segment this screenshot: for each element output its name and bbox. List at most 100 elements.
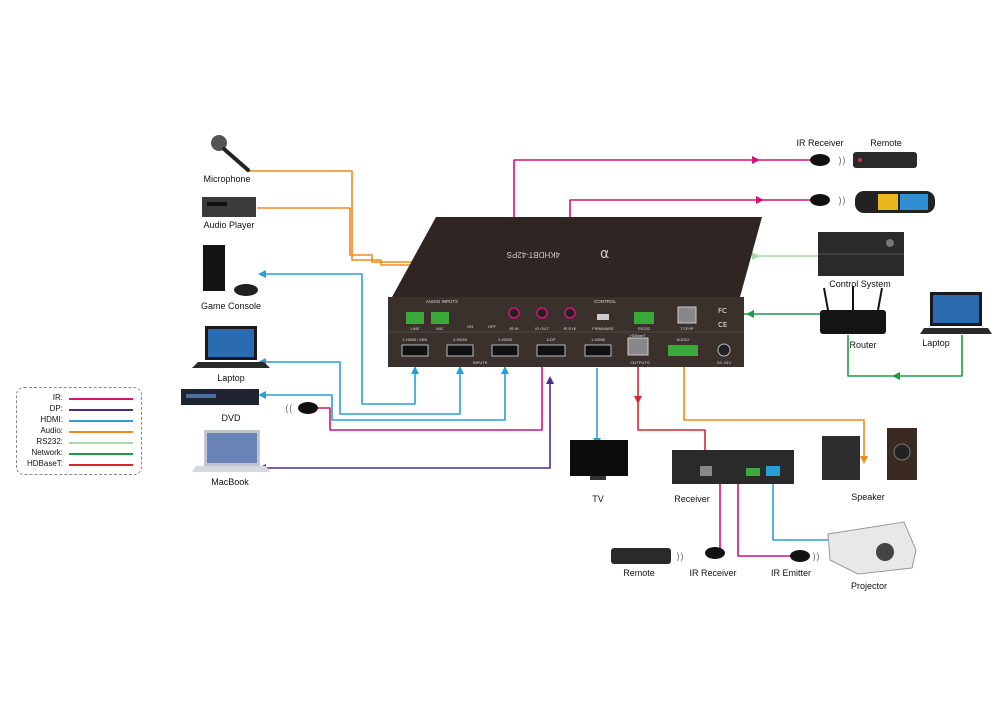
cable-hdmi-game-console [262, 273, 416, 405]
ir-receiver-bottom-icon [705, 547, 725, 559]
label-dvd: DVD [221, 413, 241, 423]
legend-swatch [69, 442, 133, 444]
universal-remote-icon [855, 191, 935, 213]
label-speaker: Speaker [851, 492, 885, 502]
legend-swatch [69, 398, 133, 400]
ir-emitter-bottom-icon: )) [790, 550, 820, 563]
cable-network-laptop [847, 335, 963, 377]
legend-label: Network: [31, 448, 63, 457]
dp4-port [536, 344, 566, 357]
control-system-icon [818, 232, 904, 276]
remote-bottom-icon: )) [611, 548, 684, 564]
label-tv: TV [592, 494, 604, 504]
label-game-console: Game Console [200, 301, 262, 311]
cable-audio-speaker [683, 360, 865, 460]
label-router: Router [849, 340, 877, 350]
laptop-left-icon [192, 326, 270, 368]
ce-icon: CE [718, 321, 727, 329]
matrix-switcher: 4KHDBT-42PS α AUDIO INPUTS LINE MIC ON O… [388, 217, 762, 367]
ir-emitter-top-icon: )) [810, 194, 846, 207]
legend-item-dp: DP: [17, 404, 141, 414]
projector-icon [827, 521, 917, 575]
macbook-icon [192, 430, 270, 472]
panel-ir-in-label: IR IN [509, 326, 518, 331]
ir-receiver-top-icon: )) [810, 154, 846, 167]
legend-item-hdmi: HDMI: [17, 415, 141, 425]
switcher-brand: 4KHDBT-42PS [507, 250, 560, 259]
panel-inputs-label: INPUTS [473, 360, 488, 365]
cable-legend: IR: DP: HDMI: Audio: RS232: Network: HDB… [16, 387, 142, 475]
legend-swatch [69, 431, 133, 433]
legend-swatch [69, 464, 133, 466]
label-audio-player: Audio Player [203, 220, 255, 230]
firmware-port [597, 314, 609, 320]
ir-eye-port [564, 307, 576, 319]
panel-dc-label: DC 24V [717, 360, 731, 365]
legend-swatch [69, 409, 133, 411]
label-macbook: MacBook [211, 477, 249, 487]
panel-ir-eye-label: IR EYE [563, 326, 576, 331]
panel-out-hdmi-label: 1-HDMI [591, 337, 605, 342]
svg-text:)): )) [676, 552, 684, 563]
legend-label: Audio: [40, 426, 63, 435]
legend-item-audio: Audio: [17, 426, 141, 436]
panel-outputs-label: OUTPUTS [630, 360, 649, 365]
audio-player-icon [202, 197, 256, 217]
router-icon [820, 286, 886, 334]
label-ir-receiver-top: IR Receiver [796, 138, 844, 148]
label-remote-top: Remote [870, 138, 902, 148]
panel-ir-out-label: IR OUT [535, 326, 549, 331]
cable-hdmi-laptop [262, 361, 461, 415]
cable-ir-dvd [318, 360, 543, 431]
panel-hdmi2-label: 2-HDMI [453, 337, 467, 342]
panel-hdbaset-label: HDBaseT [630, 334, 646, 338]
label-projector: Projector [850, 581, 888, 591]
legend-swatch [69, 420, 133, 422]
legend-label: DP: [49, 404, 63, 413]
hdmi3-port [491, 344, 519, 357]
hdmi1-port [401, 344, 429, 357]
line-in-terminal [406, 312, 424, 324]
ir-in-port [508, 307, 520, 319]
label-ir-receiver-bottom: IR Receiver [689, 568, 737, 578]
panel-audio-out-label: AUDIO [677, 337, 690, 342]
game-console-icon [203, 245, 258, 296]
mic-in-terminal [431, 312, 449, 324]
legend-label: IR: [52, 393, 63, 402]
svg-text:((: (( [285, 404, 293, 415]
tv-icon [570, 440, 628, 480]
panel-control: CONTROL [594, 299, 616, 304]
legend-item-rs232: RS232: [17, 437, 141, 447]
panel-mic-label: MIC [436, 326, 443, 331]
panel-hdmi1-label: 1-HDMI / MHL [402, 337, 428, 342]
legend-label: HDMI: [40, 415, 63, 424]
rs232-terminal [634, 312, 654, 324]
remote-top-icon [853, 152, 917, 168]
svg-text:)): )) [812, 552, 820, 563]
label-remote-bottom: Remote [623, 568, 655, 578]
cable-hdmi-dvd [262, 370, 506, 421]
switcher-top [392, 217, 762, 297]
legend-item-ir: IR: [17, 393, 141, 403]
ir-out-port [536, 307, 548, 319]
label-receiver: Receiver [674, 494, 710, 504]
panel-dp4-label: 4-DP [546, 337, 555, 342]
label-ir-emitter: IR Emitter [770, 568, 812, 578]
cable-ir-emitter-bottom [737, 468, 794, 557]
legend-item-network: Network: [17, 448, 141, 458]
microphone-icon [211, 135, 250, 172]
label-laptop-left: Laptop [217, 373, 245, 383]
hdmi2-port [446, 344, 474, 357]
legend-item-hdbaset: HDBaseT: [17, 459, 141, 469]
cable-dp-macbook [262, 380, 551, 469]
legend-swatch [69, 453, 133, 455]
panel-audio-inputs: AUDIO INPUTS [426, 299, 458, 304]
dc-power-port [717, 343, 731, 357]
panel-on-label: ON [467, 324, 473, 329]
panel-rs232-label: RS232 [638, 326, 651, 331]
fcc-icon: FC [718, 307, 727, 315]
cable-audio-microphone [246, 170, 416, 305]
label-laptop-right: Laptop [922, 338, 950, 348]
laptop-right-icon [920, 292, 992, 334]
